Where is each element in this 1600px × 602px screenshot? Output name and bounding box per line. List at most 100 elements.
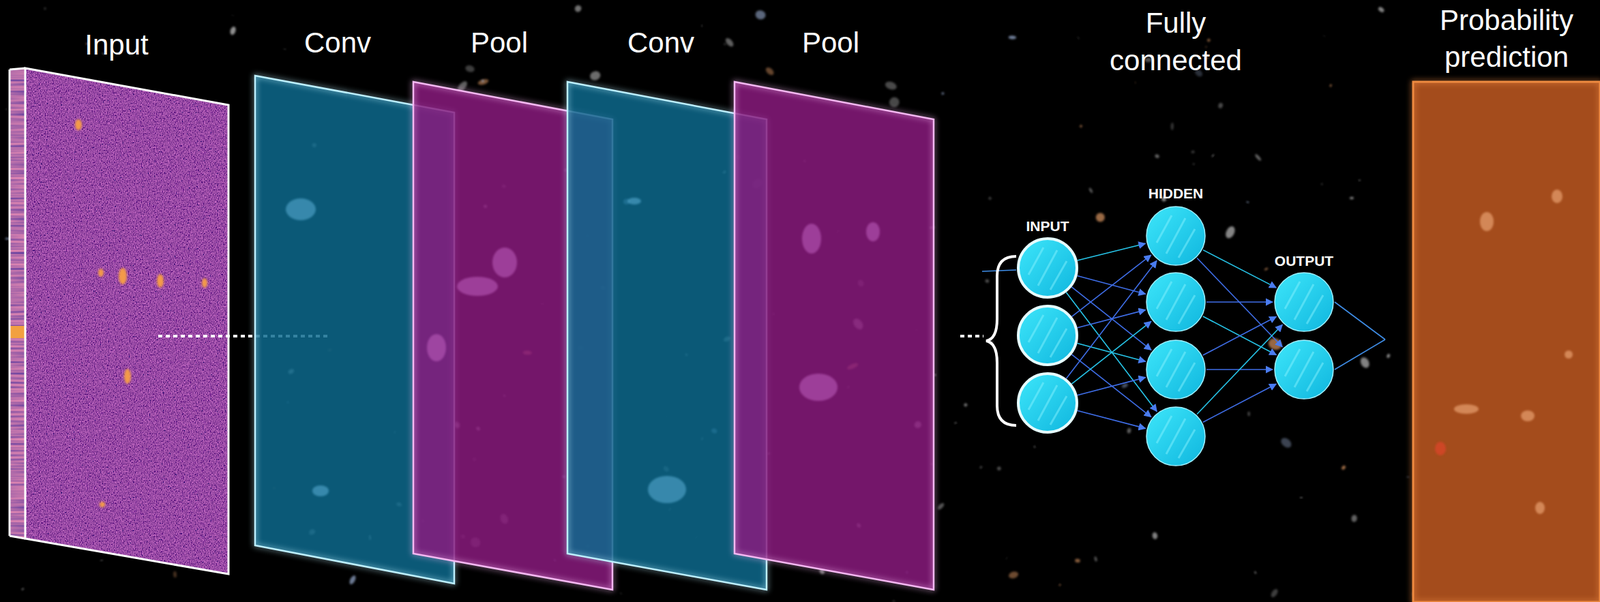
- layer-title: Input: [27, 27, 206, 63]
- neuron-circle: [1146, 340, 1206, 399]
- probability-spot: [1479, 212, 1494, 232]
- galaxy: [1005, 557, 1008, 560]
- input-source-spot: [75, 119, 82, 131]
- neuron-sheen: [1028, 315, 1067, 358]
- neuron-sheen: [1156, 281, 1195, 324]
- galaxy: [1211, 154, 1214, 158]
- panel-shape: [1413, 0, 1600, 602]
- galaxy: [1008, 570, 1020, 580]
- galaxy: [1206, 38, 1211, 43]
- neuron-sheen: [1284, 281, 1324, 324]
- galaxy: [984, 278, 990, 284]
- input-source-spot: [118, 268, 127, 285]
- galaxy: [1269, 587, 1280, 599]
- input-source-spot: [99, 501, 106, 508]
- input-outline: [25, 68, 229, 575]
- neuron-sheen: [1028, 382, 1067, 425]
- input-source-spot: [201, 278, 208, 288]
- network-link: [1077, 310, 1146, 329]
- input-side-strip: [9, 68, 26, 539]
- network-link: [1077, 243, 1146, 261]
- galaxy: [464, 64, 476, 73]
- galaxy: [1154, 153, 1161, 159]
- galaxy: [1151, 531, 1159, 540]
- galaxy: [1246, 201, 1249, 204]
- network-link: [1196, 324, 1283, 414]
- input-panel: Input: [9, 0, 229, 575]
- network-link: [1065, 260, 1157, 379]
- galaxy: [1254, 571, 1257, 575]
- neuron-sheen: [1028, 247, 1067, 290]
- galaxy: [701, 25, 703, 28]
- neuron-circle: [1018, 373, 1077, 433]
- galaxy: [43, 7, 46, 11]
- galaxy: [1406, 476, 1410, 479]
- galaxy: [1223, 225, 1237, 241]
- network-link: [1077, 410, 1146, 429]
- neuron-circle: [1146, 272, 1206, 332]
- network-link: [1203, 383, 1277, 423]
- network-link: [1203, 250, 1277, 288]
- galaxy: [1279, 435, 1294, 450]
- network-link: [1203, 316, 1277, 356]
- neuron-circle: [1274, 340, 1334, 399]
- neuron-circle: [1018, 238, 1077, 298]
- network-link: [1196, 257, 1283, 347]
- feature-blob: [285, 198, 316, 221]
- galaxy: [941, 92, 945, 96]
- probability-spot: [1551, 189, 1563, 204]
- input-source-spot: [124, 368, 131, 384]
- galaxy: [1254, 153, 1262, 162]
- neuron-sheen: [1156, 416, 1195, 459]
- network-link: [1077, 377, 1146, 396]
- neuron-circle: [1146, 407, 1206, 466]
- galaxy-field: [4, 4, 1599, 602]
- panel-shape: [9, 0, 229, 575]
- galaxy: [883, 79, 898, 91]
- dotted-lead: [960, 334, 984, 338]
- galaxy: [1247, 411, 1251, 417]
- galaxy: [1126, 427, 1132, 434]
- galaxy: [723, 42, 728, 46]
- probability-fill: [1413, 81, 1600, 602]
- network-link: [1071, 287, 1152, 350]
- galaxy: [1349, 196, 1354, 200]
- panel-shape: [734, 0, 934, 590]
- galaxy: [1008, 35, 1017, 40]
- neuron-circle: [1018, 306, 1077, 365]
- feature-blob: [799, 373, 838, 402]
- feature-blob: [312, 485, 329, 497]
- galaxy: [1323, 35, 1326, 37]
- galaxy: [1033, 446, 1036, 449]
- galaxy: [173, 571, 178, 579]
- feature-blob: [426, 334, 447, 362]
- feature-blob: [492, 247, 517, 278]
- galaxy: [1190, 150, 1195, 154]
- galaxy: [1215, 324, 1217, 327]
- feature-blob: [456, 276, 498, 296]
- galaxy: [5, 108, 8, 110]
- galaxy: [1263, 267, 1269, 271]
- galaxy: [229, 25, 237, 36]
- galaxy: [588, 69, 602, 82]
- network-link: [1072, 255, 1152, 317]
- galaxy: [1385, 353, 1390, 359]
- galaxy: [954, 422, 957, 425]
- neural-network: [982, 206, 1386, 466]
- galaxy: [1192, 163, 1195, 166]
- layer-title: Conv: [248, 25, 427, 61]
- galaxy: [887, 95, 902, 110]
- probability-spot: [1520, 410, 1535, 422]
- galaxy: [283, 48, 286, 50]
- galaxy: [619, 592, 622, 596]
- galaxy: [1299, 497, 1302, 499]
- galaxy: [1358, 356, 1371, 370]
- input-source-spot: [156, 274, 164, 288]
- pool-fill: [734, 81, 934, 590]
- galaxy: [480, 79, 485, 83]
- galaxy: [1074, 558, 1081, 564]
- galaxy: [1377, 6, 1386, 14]
- galaxy: [1340, 465, 1347, 471]
